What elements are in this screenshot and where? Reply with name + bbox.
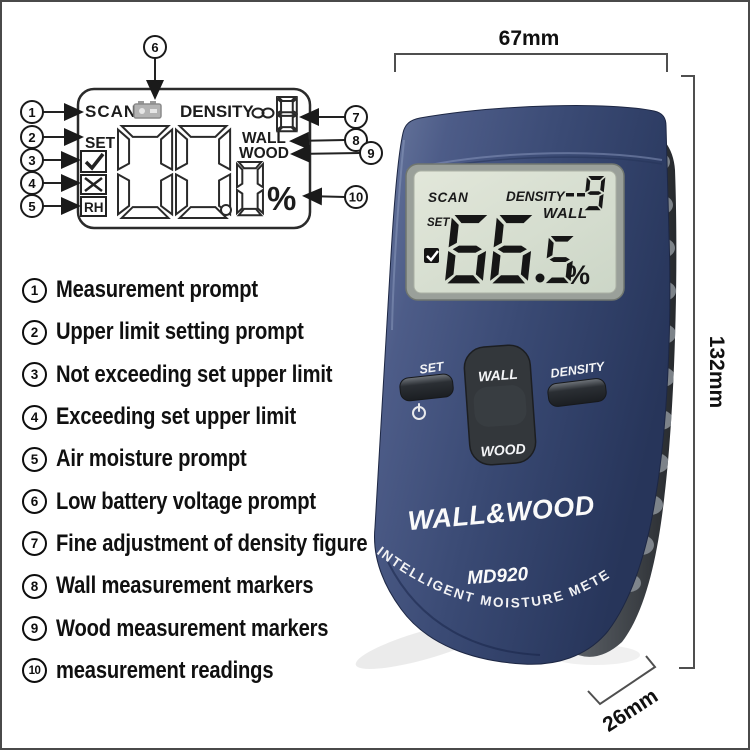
svg-text:1: 1	[28, 105, 35, 120]
legend-text-3: Not exceeding set upper limit	[56, 360, 333, 388]
bottom-rim	[387, 561, 541, 656]
callout-10: 10	[344, 185, 368, 209]
chain-link-icon	[251, 107, 275, 119]
legend-text-8: Wall measurement markers	[56, 572, 314, 600]
height-bracket	[679, 75, 695, 669]
legend-num-8: 8	[22, 573, 47, 599]
legend-num-10: 10	[22, 658, 47, 684]
legend-text-4: Exceeding set upper limit	[56, 403, 297, 431]
legend-list: 1 Measurement prompt 2 Upper limit setti…	[22, 269, 427, 692]
callout-7: 7	[344, 105, 368, 129]
callout-2: 2	[20, 125, 44, 149]
lcd-dash-2	[577, 193, 585, 197]
svg-text:RH: RH	[84, 200, 104, 215]
legend-item-2: 2 Upper limit setting prompt	[22, 311, 427, 353]
set-button-label: SET	[418, 359, 445, 376]
lcd-percent-sign: %	[566, 260, 590, 290]
lcd-screen	[413, 170, 617, 294]
svg-text:9: 9	[367, 146, 374, 161]
legend-num-1: 1	[22, 277, 47, 303]
svg-text:5: 5	[28, 199, 35, 214]
lcd-set: SET	[427, 217, 450, 229]
lcd-diagram: SCAN DENSITY SET	[20, 35, 383, 230]
legend-num-6: 6	[22, 489, 47, 515]
legend-text-6: Low battery voltage prompt	[56, 487, 316, 515]
diagram-density-label: DENSITY	[180, 102, 254, 121]
callout-circles: 1 2 3 4 5 6 7 8 9 10	[20, 35, 383, 218]
left-edge-highlight	[391, 139, 405, 331]
check-icon	[80, 150, 107, 173]
svg-text:6: 6	[151, 40, 158, 55]
legend-item-4: 4 Exceeding set upper limit	[22, 396, 427, 438]
model-number: MD920	[466, 564, 529, 589]
width-bracket	[394, 53, 668, 72]
set-button	[399, 373, 454, 402]
power-icon	[412, 403, 426, 420]
diagram-wall-marker: WALL	[242, 130, 286, 147]
svg-text:2: 2	[28, 130, 35, 145]
callout-lines	[43, 58, 361, 215]
depth-bracket	[587, 655, 657, 706]
legend-num-7: 7	[22, 531, 47, 557]
wall-wood-rocker: WALL WOOD	[463, 344, 537, 466]
device-controls: SET WALL WOOD DENSITY	[399, 344, 607, 466]
rh-indicator: RH	[80, 196, 107, 217]
callout-6: 6	[143, 35, 167, 59]
diagram-percent-sign: %	[267, 180, 296, 217]
legend-text-10: measurement readings	[56, 656, 274, 684]
legend-text-2: Upper limit setting prompt	[56, 318, 304, 346]
legend-num-9: 9	[22, 616, 47, 642]
svg-text:4: 4	[28, 176, 36, 191]
legend-num-5: 5	[22, 446, 47, 472]
lcd-check-icon	[424, 248, 439, 263]
callout-3: 3	[20, 148, 44, 172]
lcd-reading-digits	[444, 215, 576, 284]
density-button	[547, 378, 607, 407]
svg-text:8: 8	[352, 133, 359, 148]
callout-1: 1	[20, 100, 44, 124]
low-battery-icon	[133, 101, 162, 119]
legend-item-8: 8 Wall measurement markers	[22, 565, 427, 607]
legend-num-2: 2	[22, 319, 47, 345]
lcd-scan: SCAN	[428, 190, 468, 205]
legend-item-6: 6 Low battery voltage prompt	[22, 480, 427, 522]
device-lcd: SCAN DENSITY WALL SET %	[405, 163, 625, 301]
callout-4: 4	[20, 171, 44, 195]
cross-icon	[80, 174, 107, 195]
legend-item-3: 3 Not exceeding set upper limit	[22, 354, 427, 396]
diagram-scan-label: SCAN	[85, 102, 137, 121]
width-dimension: 67mm	[499, 27, 560, 50]
callout-8: 8	[344, 128, 368, 152]
legend-num-3: 3	[22, 362, 47, 388]
legend-text-5: Air moisture prompt	[56, 445, 247, 473]
height-dimension: 132mm	[705, 336, 728, 408]
legend-item-1: 1 Measurement prompt	[22, 269, 427, 311]
legend-item-7: 7 Fine adjustment of density figure	[22, 523, 427, 565]
legend-item-5: 5 Air moisture prompt	[22, 438, 427, 480]
lcd-wall-marker: WALL	[543, 205, 588, 222]
legend-num-4: 4	[22, 404, 47, 430]
diagram-reading-digits	[116, 124, 264, 220]
callout-5: 5	[20, 194, 44, 218]
legend-item-10: 10 measurement readings	[22, 650, 427, 692]
diagram-wood-marker: WOOD	[239, 145, 289, 162]
rocker-wall-label: WALL	[478, 366, 519, 385]
callout-9: 9	[359, 141, 383, 165]
diagram-set-label: SET	[85, 135, 116, 152]
svg-text:7: 7	[352, 110, 359, 125]
legend-text-7: Fine adjustment of density figure	[56, 529, 368, 557]
legend-text-1: Measurement prompt	[56, 276, 258, 304]
depth-dimension: 26mm	[599, 684, 662, 736]
legend-text-9: Wood measurement markers	[56, 614, 329, 642]
svg-text:10: 10	[349, 190, 363, 205]
legend-item-9: 9 Wood measurement markers	[22, 607, 427, 649]
lcd-density: DENSITY	[506, 189, 567, 204]
lcd-dash-1	[566, 193, 574, 197]
rocker-wood-label: WOOD	[480, 440, 526, 459]
svg-text:3: 3	[28, 153, 35, 168]
